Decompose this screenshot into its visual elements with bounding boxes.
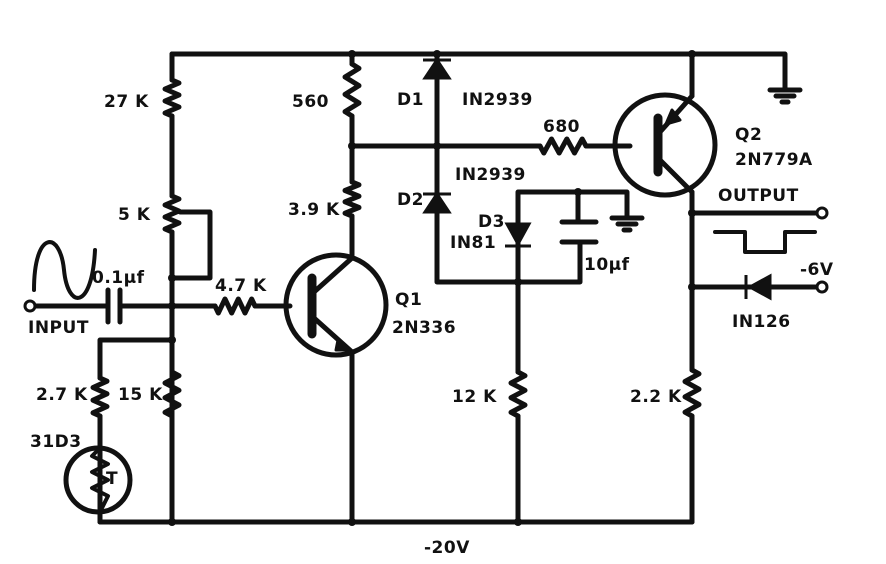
input-capacitor [105, 287, 123, 325]
label-output: OUTPUT [718, 186, 799, 206]
ground-icons [609, 87, 803, 233]
label-neg6v: -6V [800, 260, 834, 280]
top-rail [169, 51, 788, 93]
label-d2: D2 [397, 190, 424, 210]
label-560: 560 [292, 92, 329, 112]
thermistor-icon [63, 445, 133, 515]
potentiometer-5k [162, 193, 182, 235]
output-pulse-waveform [713, 230, 817, 254]
resistor-560 [342, 61, 362, 119]
label-thermistor-t: T [106, 469, 119, 489]
label-neg20v: -20V [424, 538, 470, 558]
diode-d1-icon [422, 57, 452, 80]
diodes [422, 57, 772, 301]
label-q1: Q1 [395, 290, 423, 310]
terminals [23, 206, 829, 313]
resistor-2-2k [682, 367, 702, 419]
label-q1-part: 2N336 [392, 318, 457, 338]
label-q2-part: 2N779A [735, 150, 813, 170]
resistor-4-7k [212, 296, 258, 316]
resistor-27k [162, 77, 182, 119]
label-d3-part: IN81 [450, 233, 497, 253]
transistor-q2-icon [612, 92, 718, 198]
resistor-2-7k [90, 375, 110, 419]
label-d1-part: IN2939 [462, 90, 533, 110]
label-15k: 15 K [118, 385, 163, 405]
junction-dots [168, 50, 696, 526]
label-q2: Q2 [735, 125, 763, 145]
label-12k: 12 K [452, 387, 497, 407]
label-31d3: 31D3 [30, 432, 82, 452]
resistor-12k [508, 369, 528, 419]
neg6v-terminal [815, 280, 829, 294]
capacitors [105, 219, 599, 325]
input-sine-waveform [32, 240, 97, 300]
label-input-cap: 0.1μf [92, 268, 145, 288]
label-5k: 5 K [118, 205, 151, 225]
label-d1: D1 [397, 90, 424, 110]
output-terminal [815, 206, 829, 220]
resistor-15k [162, 369, 182, 419]
label-input: INPUT [28, 318, 89, 338]
thermistor-branch [97, 337, 175, 525]
input-terminal [23, 299, 37, 313]
label-d3: D3 [478, 212, 505, 232]
resistors [90, 61, 702, 419]
pot-wiper [169, 209, 213, 281]
diode-d3-icon [504, 222, 532, 248]
label-d2-part: IN2939 [455, 165, 526, 185]
label-10uf: 10μf [584, 255, 630, 275]
resistor-680 [537, 136, 589, 156]
label-2-7k: 2.7 K [36, 385, 88, 405]
label-4-7k: 4.7 K [215, 276, 267, 296]
transistor-q1-icon [283, 252, 389, 358]
label-in126: IN126 [732, 312, 791, 332]
diode-in126-icon [744, 273, 772, 301]
label-2-2k: 2.2 K [630, 387, 682, 407]
diode-d2-icon [422, 191, 452, 214]
label-3-9k: 3.9 K [288, 200, 340, 220]
resistor-3-9k [342, 179, 362, 219]
label-680: 680 [543, 117, 580, 137]
capacitor-10uf [559, 219, 599, 245]
transistors [283, 92, 718, 358]
wires [31, 51, 821, 525]
label-27k: 27 K [104, 92, 149, 112]
